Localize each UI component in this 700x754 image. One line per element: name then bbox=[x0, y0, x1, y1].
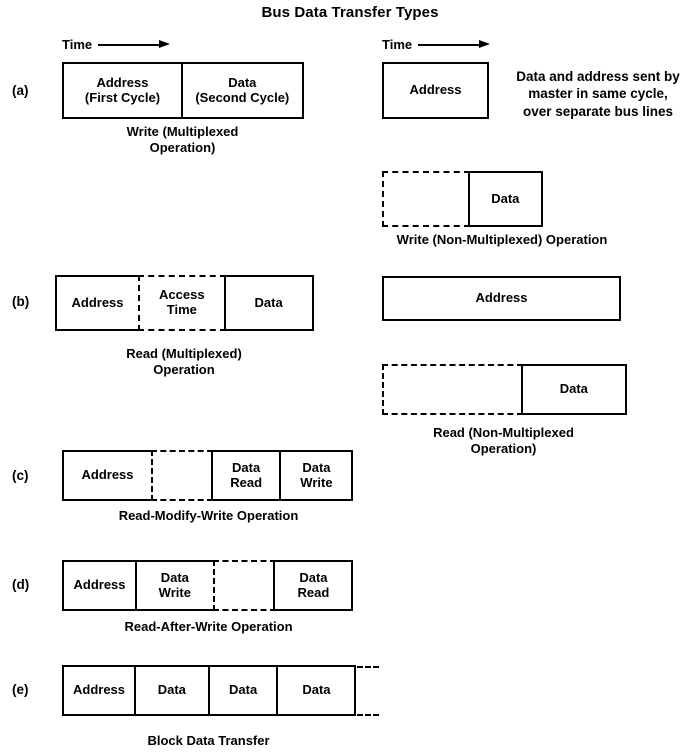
continuation-dash-top bbox=[357, 666, 379, 668]
caption-c: Read-Modify-Write Operation bbox=[118, 508, 299, 523]
cell-address: Address bbox=[62, 450, 153, 501]
cell-data-3: Data bbox=[276, 665, 357, 716]
caption-e: Block Data Transfer bbox=[147, 733, 270, 748]
diagram-b-right-nonmultiplexed-read: Data bbox=[382, 364, 627, 415]
diagram-b-right-address: Address bbox=[382, 276, 621, 321]
time-axis-marker-left: Time bbox=[62, 37, 171, 52]
cell-address: Address bbox=[55, 275, 140, 331]
row-label-b: (b) bbox=[12, 294, 30, 309]
cell-address-first-cycle: Address(First Cycle) bbox=[62, 62, 183, 119]
diagram-a-right-nonmultiplexed-write: Data bbox=[382, 171, 543, 227]
row-label-e: (e) bbox=[12, 682, 29, 697]
cell-idle-dashed bbox=[382, 364, 523, 415]
cell-data-2: Data bbox=[207, 665, 279, 716]
row-label-c: (c) bbox=[12, 468, 29, 483]
diagram-e-block-data-transfer: Address Data Data Data bbox=[62, 665, 357, 716]
cell-idle-dashed bbox=[382, 171, 470, 227]
cell-idle-dashed bbox=[212, 560, 276, 611]
cell-data: Data bbox=[223, 275, 314, 331]
caption-d: Read-After-Write Operation bbox=[124, 619, 293, 634]
cell-data: Data bbox=[520, 364, 627, 415]
cell-data-1: Data bbox=[133, 665, 210, 716]
time-label: Time bbox=[62, 37, 93, 52]
caption-b-left: Read (Multiplexed)Operation bbox=[126, 346, 242, 377]
time-arrow-icon bbox=[418, 40, 491, 50]
diagram-a-right-address: Address bbox=[382, 62, 489, 119]
row-label-d: (d) bbox=[12, 577, 30, 592]
diagram-a-left-multiplexed-write: Address(First Cycle) Data(Second Cycle) bbox=[62, 62, 304, 119]
page-title: Bus Data Transfer Types bbox=[261, 4, 439, 21]
row-label-a: (a) bbox=[12, 83, 29, 98]
cell-address: Address bbox=[382, 62, 489, 119]
cell-address: Address bbox=[62, 665, 136, 716]
cell-data: Data bbox=[467, 171, 543, 227]
time-arrow-icon bbox=[98, 40, 171, 50]
cell-idle-dashed bbox=[150, 450, 213, 501]
cell-address: Address bbox=[382, 276, 621, 321]
time-axis-marker-right: Time bbox=[382, 37, 491, 52]
time-label: Time bbox=[382, 37, 413, 52]
cell-address: Address bbox=[62, 560, 137, 611]
caption-a-right: Write (Non-Multiplexed) Operation bbox=[396, 232, 608, 247]
continuation-dash-bottom bbox=[357, 714, 379, 716]
cell-data-second-cycle: Data(Second Cycle) bbox=[180, 62, 304, 119]
